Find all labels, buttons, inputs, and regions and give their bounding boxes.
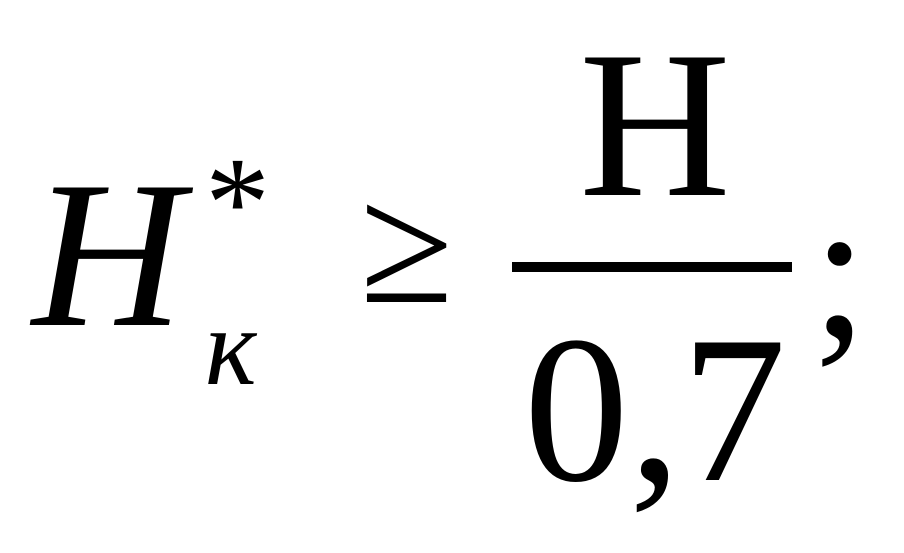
fraction-bar xyxy=(512,262,792,272)
fraction-denominator: 0,7 xyxy=(523,294,787,526)
superscript-star: * xyxy=(205,131,270,275)
variable-h: H xyxy=(32,139,184,371)
fraction-numerator: Н xyxy=(579,9,731,241)
semicolon: ; xyxy=(812,159,868,380)
greater-or-equal-sign: ≥ xyxy=(360,151,454,339)
subscript-k: к xyxy=(205,286,257,408)
